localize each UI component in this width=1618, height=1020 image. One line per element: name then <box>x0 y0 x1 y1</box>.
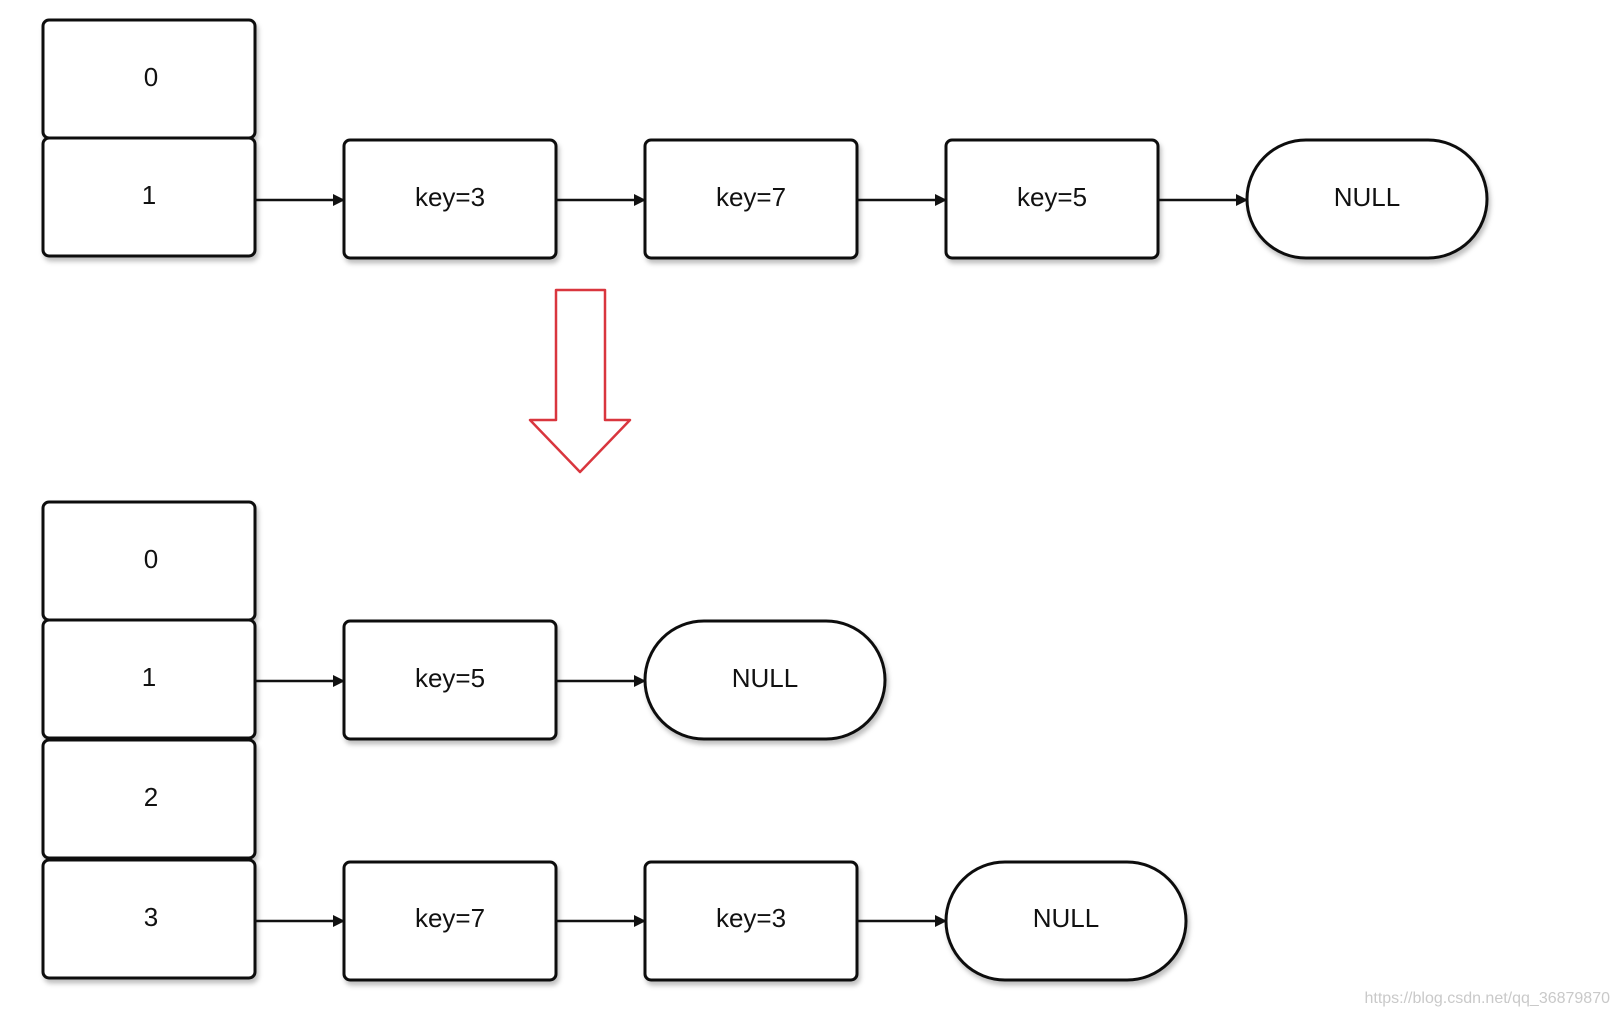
top-node-1-label: key=3 <box>415 182 485 212</box>
top-bucket-1: 1 <box>41 136 257 258</box>
bottom-chain1-node-1-label: key=5 <box>415 663 485 693</box>
top-bucket-1-label: 1 <box>142 180 156 210</box>
bottom-chain3-node-2: key=3 <box>643 860 859 982</box>
bottom-chain3-node-2-label: key=3 <box>716 903 786 933</box>
bottom-bucket-1: 1 <box>41 618 257 740</box>
bottom-bucket-1-label: 1 <box>142 662 156 692</box>
watermark: https://blog.csdn.net/qq_36879870 <box>1364 990 1610 1007</box>
top-node-2-label: key=7 <box>716 182 786 212</box>
bottom-bucket-2: 2 <box>41 738 257 860</box>
bottom-bucket-2-label: 2 <box>144 782 158 812</box>
bottom-bucket-3-label: 3 <box>144 902 158 932</box>
bottom-chain3-node-1: key=7 <box>342 860 558 982</box>
top-node-2: key=7 <box>643 138 859 260</box>
top-bucket-0: 0 <box>41 18 257 140</box>
top-node-3-label: key=5 <box>1017 182 1087 212</box>
bottom-bucket-0-label: 0 <box>144 544 158 574</box>
bottom-chain3-null-label: NULL <box>1033 903 1099 933</box>
bottom-bucket-0: 0 <box>41 500 257 622</box>
top-null-terminator: NULL <box>1245 138 1489 260</box>
bottom-chain1-node-1: key=5 <box>342 619 558 741</box>
top-node-3: key=5 <box>944 138 1160 260</box>
top-bucket-0-label: 0 <box>144 62 158 92</box>
bottom-bucket-3: 3 <box>41 858 257 980</box>
bottom-chain3-null: NULL <box>944 860 1188 982</box>
bottom-chain3-node-1-label: key=7 <box>415 903 485 933</box>
bottom-chain1-null: NULL <box>643 619 887 741</box>
top-null-label: NULL <box>1334 182 1400 212</box>
bottom-chain1-null-label: NULL <box>732 663 798 693</box>
resize-down-arrow-icon <box>528 288 632 474</box>
top-node-1: key=3 <box>342 138 558 260</box>
